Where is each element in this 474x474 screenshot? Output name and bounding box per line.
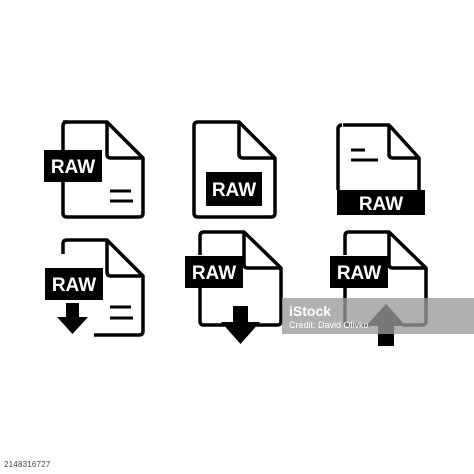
arrow-down-icon	[221, 306, 260, 344]
raw-file-download-icon: RAW	[45, 238, 145, 337]
raw-badge-label: RAW	[52, 275, 96, 296]
stock-image-id: 2148316727	[4, 460, 51, 469]
raw-badge-label: RAW	[359, 194, 403, 215]
raw-file-icon-banner-bottom: RAW	[336, 123, 425, 215]
watermark: iStock Credit: David Olivko	[282, 298, 474, 334]
raw-badge-label: RAW	[192, 263, 236, 284]
raw-badge-label: RAW	[51, 157, 95, 178]
raw-file-icon-badge-bottom-outline: RAW	[192, 120, 277, 219]
raw-badge-label: RAW	[212, 180, 256, 201]
watermark-brand: iStock	[289, 303, 331, 319]
raw-badge-label: RAW	[337, 263, 381, 284]
raw-file-download-icon-large: RAW	[185, 230, 283, 344]
arrow-down-icon	[57, 303, 88, 334]
raw-file-icon-badge-left: RAW	[44, 120, 145, 219]
watermark-credit: Credit: David Olivko	[289, 320, 369, 330]
